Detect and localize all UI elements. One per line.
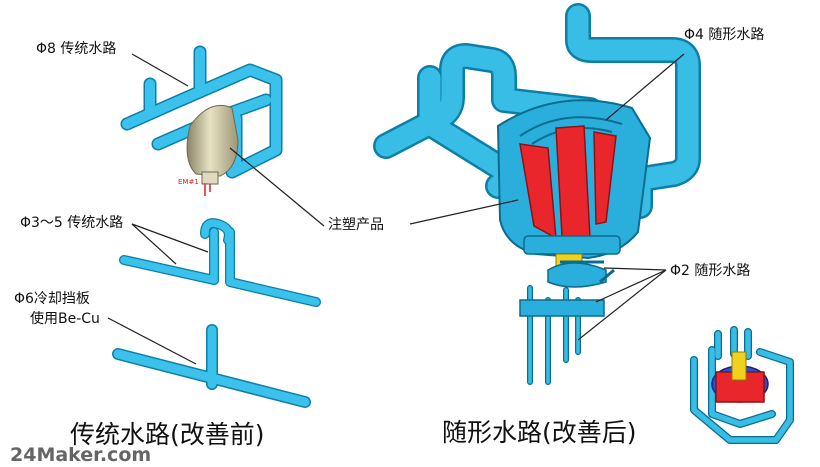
phi3-5-conventional-channel bbox=[119, 218, 321, 307]
label-phi4-conformal: Φ4 随形水路 bbox=[684, 27, 765, 43]
molded-part-left bbox=[186, 104, 239, 196]
label-phi2-conformal: Φ2 随形水路 bbox=[670, 263, 751, 279]
product-leader-lines bbox=[229, 147, 519, 227]
caption-after: 随形水路(改善后) bbox=[442, 418, 637, 447]
left-leader-lines bbox=[107, 53, 209, 365]
mini-annotation: EM#1 ... bbox=[178, 178, 208, 186]
conformal-mold-insert bbox=[496, 99, 652, 260]
phi2-conformal-channel bbox=[519, 253, 615, 385]
caption-before: 传统水路(改善前) bbox=[70, 420, 265, 449]
label-molded-product: 注塑产品 bbox=[328, 217, 384, 233]
phi6-baffle-channel bbox=[112, 324, 311, 408]
label-phi6-baffle-line2: 使用Be-Cu bbox=[30, 311, 100, 327]
label-phi3-5-conventional: Φ3～5 传统水路 bbox=[20, 215, 124, 231]
watermark-text: 24Maker.com bbox=[10, 444, 152, 466]
label-phi8-conventional: Φ8 传统水路 bbox=[36, 41, 117, 57]
label-phi6-baffle-line1: Φ6冷却挡板 bbox=[14, 291, 90, 307]
right-leader-lines bbox=[577, 53, 685, 341]
conformal-assembly-inset bbox=[690, 326, 794, 444]
